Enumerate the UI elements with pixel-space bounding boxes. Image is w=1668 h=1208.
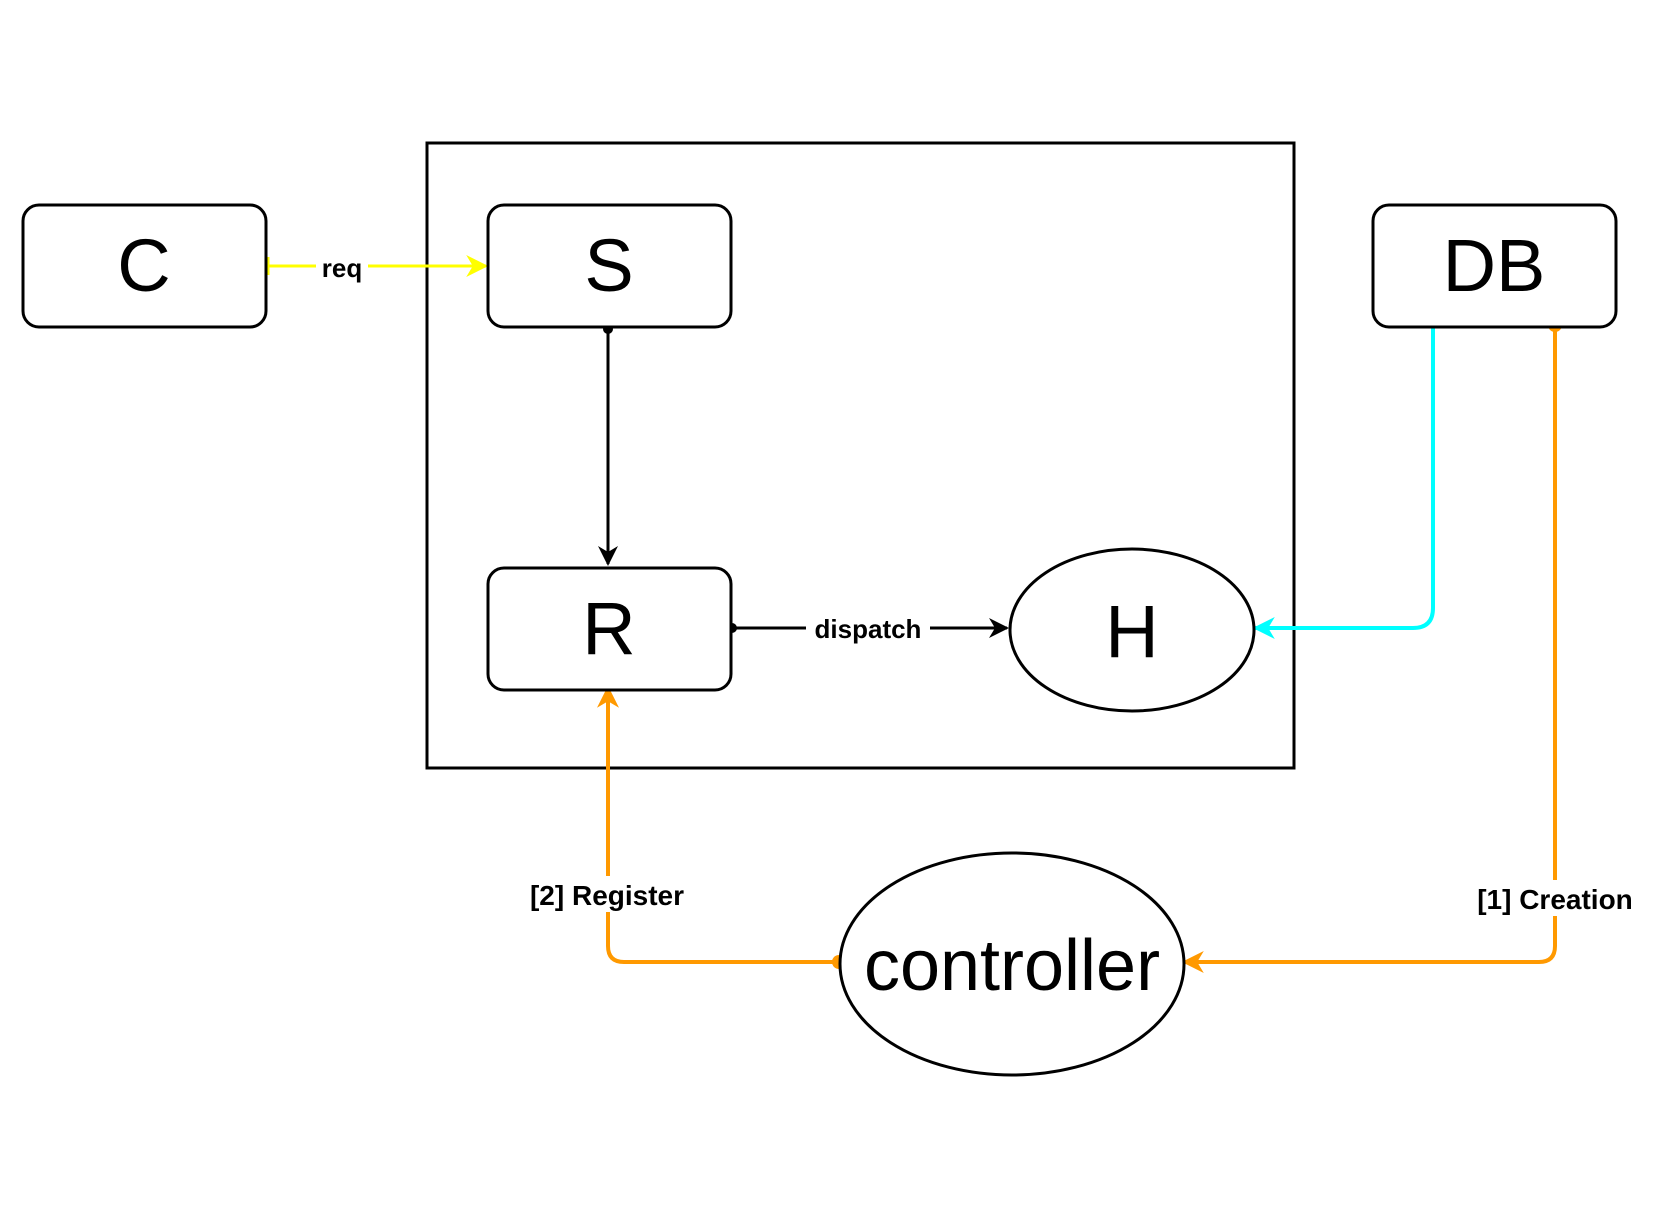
node-db-label: DB — [1443, 224, 1546, 307]
edge-label-req: req — [322, 253, 362, 283]
edge-creation: [1] Creation — [1181, 318, 1636, 973]
node-c: C — [21, 203, 268, 329]
node-r-label: R — [582, 587, 635, 670]
node-s-label: S — [584, 224, 633, 307]
edge-label-register: [2] Register — [530, 880, 684, 911]
edge-label-dispatch: dispatch — [815, 614, 922, 644]
node-r: R — [486, 566, 733, 692]
edge-h-db — [1252, 308, 1444, 639]
node-h-label: H — [1105, 590, 1158, 673]
edge-dispatch: dispatch — [727, 612, 1009, 644]
edge-req: req — [266, 252, 489, 283]
node-controller-label: controller — [864, 926, 1160, 1006]
node-db: DB — [1371, 203, 1618, 329]
node-c-label: C — [117, 224, 170, 307]
edge-label-creation: [1] Creation — [1477, 884, 1633, 915]
edge-s-to-r — [598, 324, 618, 566]
node-h: H — [1008, 547, 1256, 713]
node-s: S — [486, 203, 733, 329]
edge-register: [2] Register — [520, 685, 846, 969]
node-controller: controller — [838, 851, 1186, 1077]
